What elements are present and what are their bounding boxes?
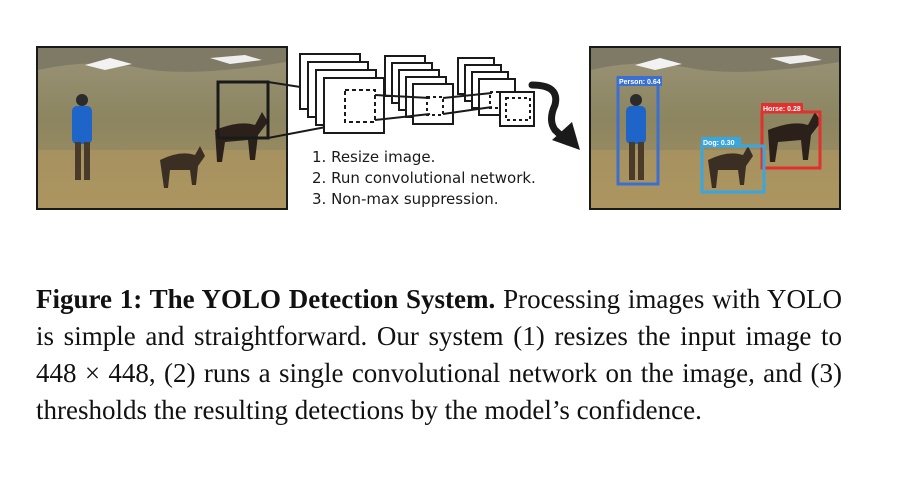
yolo-figure: Person: 0.64 Horse: 0.28 Dog: 0.30 1. Re… [0,0,910,250]
output-arrow [528,81,572,146]
detection-horse: Horse: 0.28 [760,103,822,170]
detection-person: Person: 0.64 [616,76,662,186]
arrow-head-icon [552,122,580,150]
figure-caption: Figure 1: The YOLO Detection System. Pro… [36,281,842,429]
dog-label: Dog: 0.30 [703,140,735,147]
caption-body: Processing images with YOLO is simple an… [36,284,842,425]
step-conv: 2. Run convolutional network. [312,169,536,187]
input-photo [36,46,288,210]
stack-connectors [374,92,493,121]
output-photo [589,46,841,210]
step-resize: 1. Resize image. [312,148,436,166]
pipeline-steps: 1. Resize image. 2. Run convolutional ne… [312,147,536,210]
conv-network [299,53,535,134]
person-label: Person: 0.64 [619,79,661,86]
detection-dog: Dog: 0.30 [700,137,766,194]
caption-lead: Figure 1: The YOLO Detection System. [36,284,496,314]
step-nms: 3. Non-max suppression. [312,190,499,208]
horse-label: Horse: 0.28 [763,106,801,113]
figure-graphic: Person: 0.64 Horse: 0.28 Dog: 0.30 [36,46,841,210]
